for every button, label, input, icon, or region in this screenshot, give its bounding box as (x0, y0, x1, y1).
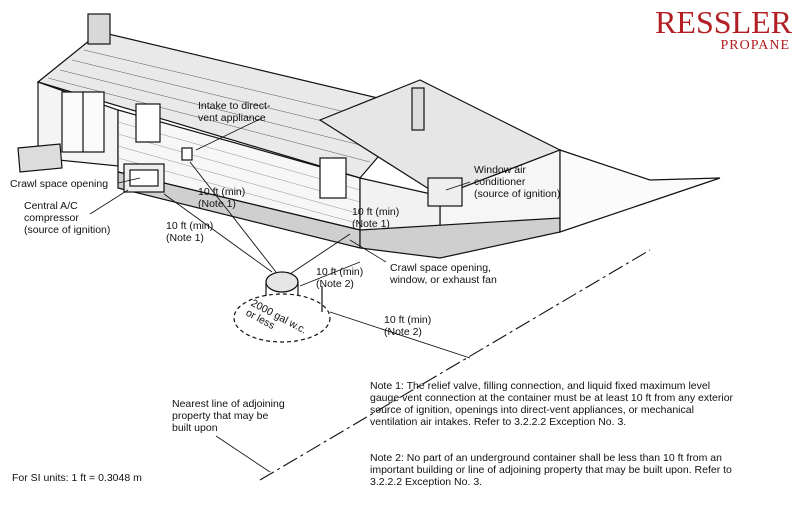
label-dist-c-line2: (Note 1) (352, 218, 390, 230)
label-dist-e-line2: (Note 2) (384, 326, 422, 338)
note-1-line3: source of ignition, openings into direct… (370, 404, 694, 416)
intake-box (181, 147, 193, 161)
label-ac-compressor: Central A/C compressor (source of igniti… (24, 200, 110, 236)
ressler-propane-logo: RESSLER PROPANE (652, 4, 792, 56)
leader-lines (89, 117, 471, 473)
vent-pipe (411, 87, 425, 131)
label-intake-line2: vent appliance (198, 112, 266, 124)
note-1-line4: ventilation air intakes. Refer to 3.2.2.… (370, 416, 627, 428)
label-property-line3: built upon (172, 422, 218, 434)
label-intake-line1: Intake to direct- (198, 100, 271, 112)
note-2-line3: 3.2.2.2 Exception No. 3. (370, 476, 483, 488)
label-dist-b-line1: 10 ft (min) (166, 220, 214, 232)
label-ac-line1: Central A/C (24, 200, 78, 212)
property-line (259, 249, 651, 481)
label-dist-a-line1: 10 ft (min) (198, 186, 246, 198)
chimney (87, 13, 111, 45)
note-1-line1: Note 1: The relief valve, filling connec… (370, 380, 711, 392)
label-dist-b-line2: (Note 1) (166, 232, 204, 244)
tank-outline (233, 293, 331, 343)
label-dist-d-line2: (Note 2) (316, 278, 354, 290)
note-2-line2: important building or line of adjoining … (370, 464, 732, 476)
dimension-lines (163, 161, 471, 359)
label-property-line1: Nearest line of adjoining (172, 398, 285, 410)
label-crawl-window: Crawl space opening, window, or exhaust … (390, 262, 497, 286)
front-window-2 (319, 157, 347, 199)
label-property-line2: property that may be (172, 410, 269, 422)
label-dist-e-line1: 10 ft (min) (384, 314, 432, 326)
window-ac (427, 177, 463, 207)
label-crawl-window-line1: Crawl space opening, (390, 262, 491, 274)
note-2: Note 2: No part of an underground contai… (370, 452, 732, 488)
label-dist-a-line2: (Note 1) (198, 198, 236, 210)
steps (17, 143, 63, 173)
label-window-ac-line2: conditioner (474, 176, 526, 188)
tank-dome (265, 271, 299, 293)
front-window-1 (135, 103, 161, 143)
label-window-ac: Window air conditioner (source of igniti… (474, 164, 560, 200)
label-dist-d: 10 ft (min) (Note 2) (316, 266, 363, 290)
label-ac-line2: compressor (24, 212, 79, 224)
label-dist-a: 10 ft (min) (Note 1) (198, 186, 245, 210)
label-property-line: Nearest line of adjoining property that … (172, 398, 285, 434)
note-1: Note 1: The relief valve, filling connec… (370, 380, 733, 428)
label-crawl-window-line2: window, or exhaust fan (390, 274, 497, 286)
logo-subtitle: PROPANE (720, 38, 790, 53)
label-ac-line3: (source of ignition) (24, 224, 111, 236)
label-dist-e: 10 ft (min) (Note 2) (384, 314, 431, 338)
label-window-ac-line1: Window air (474, 164, 526, 176)
label-dist-b: 10 ft (min) (Note 1) (166, 220, 213, 244)
label-crawl-space: Crawl space opening (10, 178, 109, 190)
label-intake: Intake to direct- vent appliance (198, 100, 270, 124)
label-dist-c: 10 ft (min) (Note 1) (352, 206, 399, 230)
note-1-line2: gauge vent connection at the container m… (370, 392, 734, 404)
note-2-line1: Note 2: No part of an underground contai… (370, 452, 722, 464)
label-dist-c-line1: 10 ft (min) (352, 206, 400, 218)
driveway (559, 149, 721, 233)
label-si-units: For SI units: 1 ft = 0.3048 m (12, 472, 142, 484)
logo-wordmark: RESSLER (655, 4, 792, 40)
label-window-ac-line3: (source of ignition) (474, 188, 561, 200)
label-dist-d-line1: 10 ft (min) (316, 266, 364, 278)
wing-foundation (359, 217, 561, 259)
